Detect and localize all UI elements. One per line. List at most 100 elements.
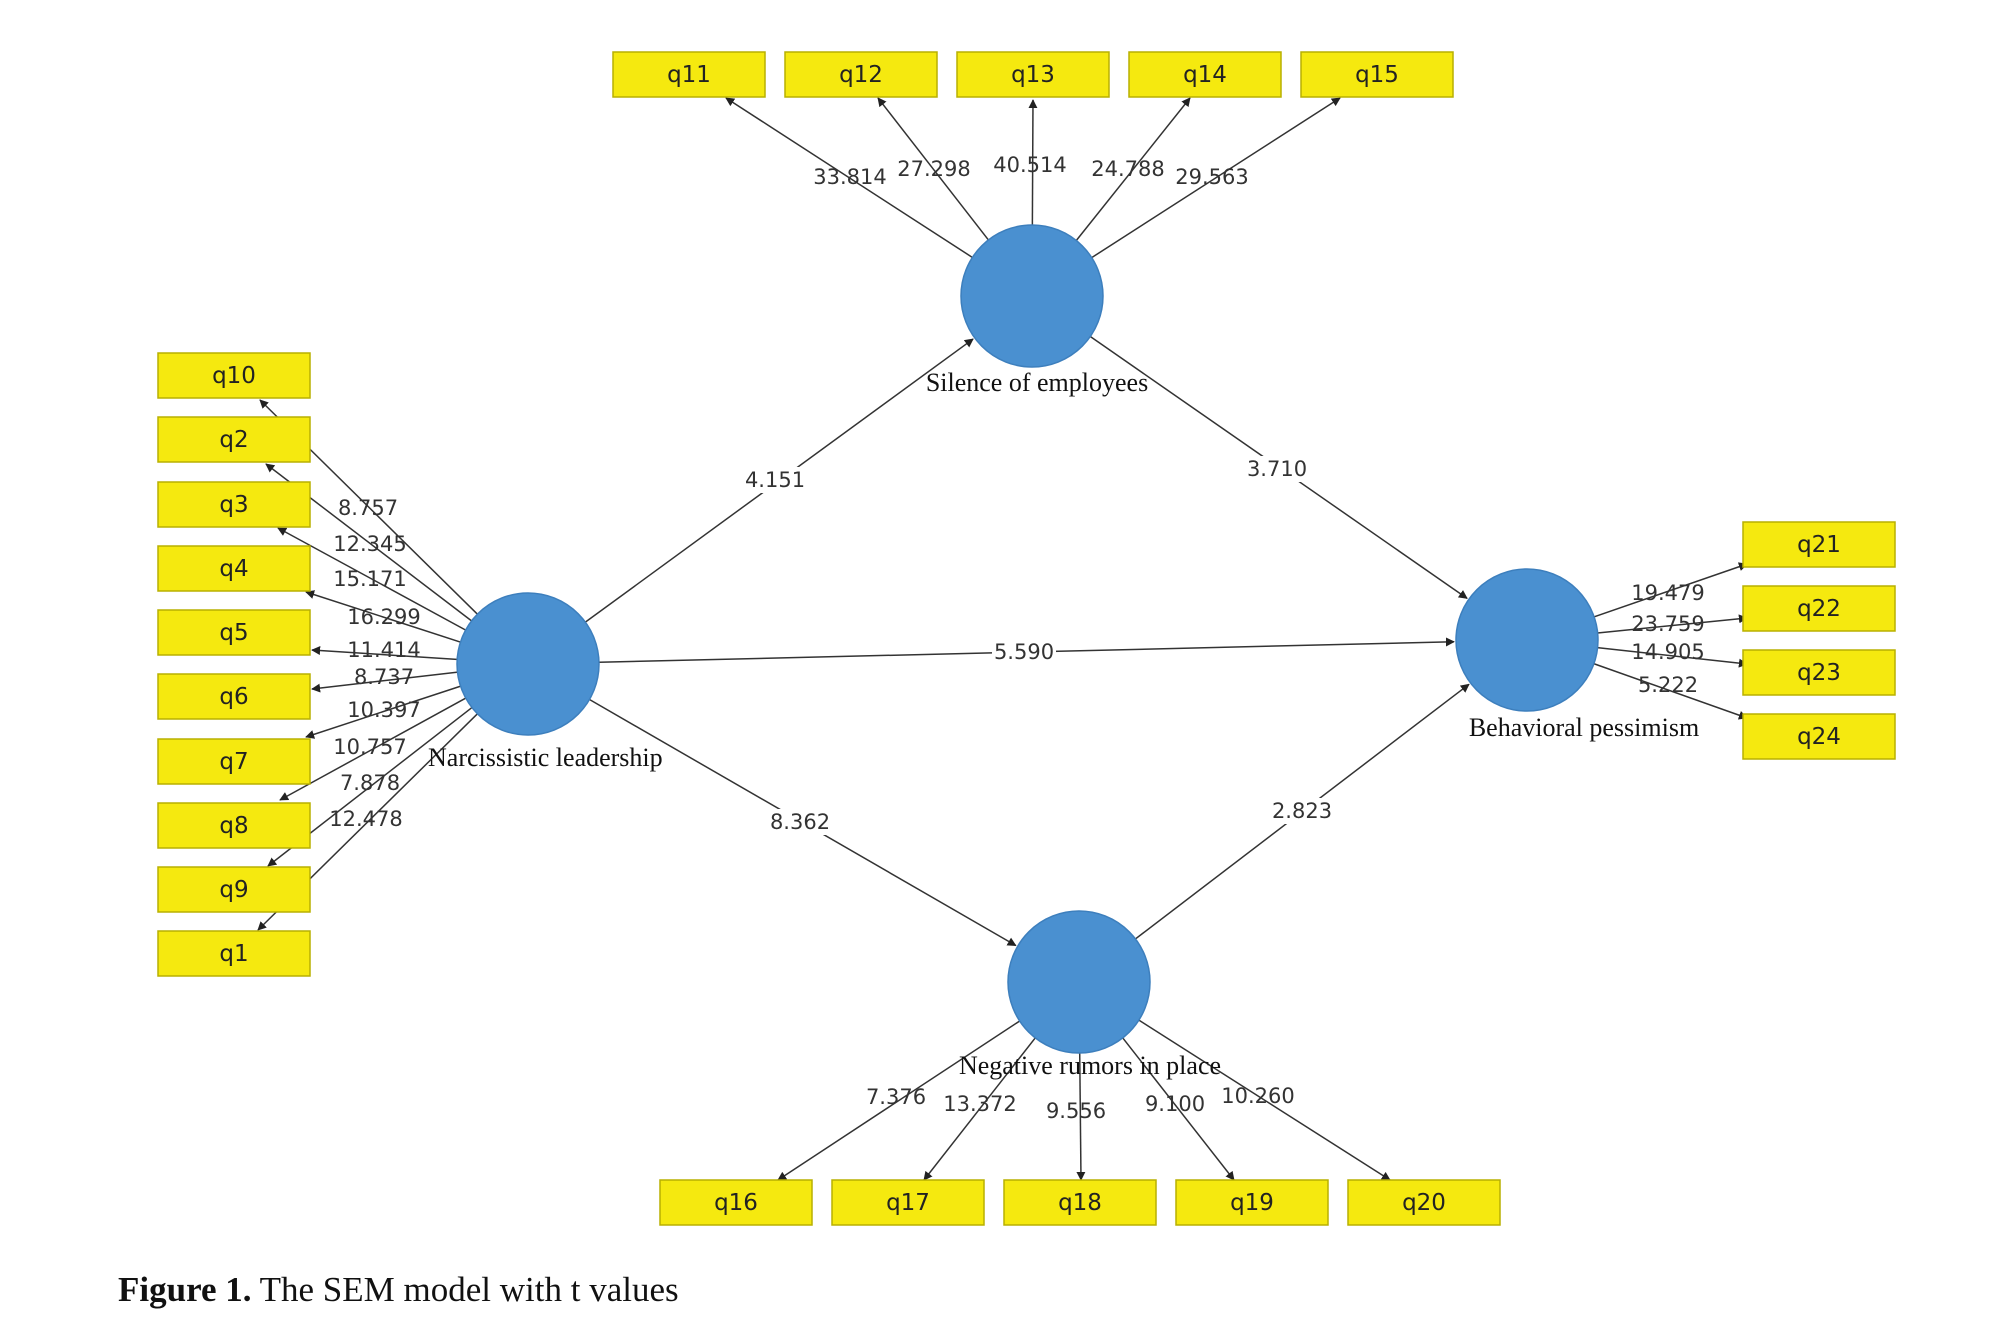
loading-t-value-q15: 29.563 — [1175, 165, 1248, 189]
indicator-label-q24: q24 — [1797, 724, 1841, 750]
indicator-box-q21: q21 — [1742, 521, 1896, 568]
indicator-label-q14: q14 — [1183, 62, 1227, 88]
path-t-value-silence-to-pessimism: 3.710 — [1247, 457, 1307, 481]
indicator-label-q5: q5 — [219, 620, 248, 646]
indicator-label-q9: q9 — [219, 877, 248, 903]
loading-t-value-q20: 10.260 — [1221, 1084, 1294, 1108]
indicator-label-q19: q19 — [1230, 1190, 1274, 1216]
indicator-label-q20: q20 — [1402, 1190, 1446, 1216]
indicator-box-q4: q4 — [157, 545, 311, 592]
latent-label-silence: Silence of employees — [926, 368, 1148, 397]
loading-arrow-q16 — [777, 1019, 1022, 1181]
latent-label-narcissistic: Narcissistic leadership — [428, 743, 663, 772]
latent-circle-silence — [960, 224, 1104, 368]
loading-t-value-q23: 14.905 — [1631, 640, 1704, 664]
indicator-box-q5: q5 — [157, 609, 311, 656]
indicator-label-q15: q15 — [1355, 62, 1399, 88]
indicator-box-q13: q13 — [956, 51, 1110, 98]
loading-t-value-q19: 9.100 — [1145, 1092, 1205, 1116]
indicator-box-q3: q3 — [157, 481, 311, 528]
latent-label-rumors: Negative rumors in place — [959, 1051, 1221, 1080]
indicator-label-q1: q1 — [219, 941, 248, 967]
loading-arrow-q6 — [311, 671, 459, 693]
latent-variable-narcissistic: Narcissistic leadership — [428, 592, 663, 772]
loading-arrow-q14 — [1074, 97, 1191, 243]
loading-t-value-q24: 5.222 — [1638, 673, 1698, 697]
indicator-box-q24: q24 — [1742, 713, 1896, 760]
latent-label-pessimism: Behavioral pessimism — [1469, 713, 1699, 742]
latent-variable-silence: Silence of employees — [926, 224, 1148, 397]
loading-arrow-q23 — [1596, 646, 1748, 668]
indicator-label-q6: q6 — [219, 684, 248, 710]
indicator-box-q14: q14 — [1128, 51, 1282, 98]
indicator-label-q8: q8 — [219, 813, 248, 839]
indicator-box-q1: q1 — [157, 930, 311, 977]
indicator-label-q22: q22 — [1797, 596, 1841, 622]
indicator-box-q8: q8 — [157, 802, 311, 849]
loading-arrow-q5 — [311, 646, 459, 661]
latent-circle-pessimism — [1455, 568, 1599, 712]
indicator-box-q23: q23 — [1742, 649, 1896, 696]
indicator-label-q11: q11 — [667, 62, 711, 88]
loading-t-value-q10: 8.757 — [338, 496, 398, 520]
indicator-label-q13: q13 — [1011, 62, 1055, 88]
indicator-box-q6: q6 — [157, 673, 311, 720]
indicator-label-q3: q3 — [219, 492, 248, 518]
indicator-label-q4: q4 — [219, 556, 248, 582]
loading-t-value-q18: 9.556 — [1046, 1099, 1106, 1123]
figure-caption: Figure 1. The SEM model with t values — [118, 1270, 679, 1310]
indicator-box-q9: q9 — [157, 866, 311, 913]
latent-variable-rumors: Negative rumors in place — [959, 910, 1221, 1080]
loading-arrow-q17 — [923, 1036, 1037, 1181]
latent-circle-narcissistic — [456, 592, 600, 736]
path-t-value-narcissistic-to-rumors: 8.362 — [770, 810, 830, 834]
path-t-value-rumors-to-pessimism: 2.823 — [1272, 799, 1332, 823]
loading-arrow-q21 — [1592, 562, 1748, 618]
path-t-value-narcissistic-to-pessimism: 5.590 — [994, 640, 1054, 664]
loading-arrow-q24 — [1592, 662, 1748, 720]
loading-t-value-q17: 13.372 — [943, 1092, 1016, 1116]
loading-t-value-q6: 8.737 — [354, 665, 414, 689]
loading-arrow-q15 — [1090, 97, 1341, 260]
indicator-box-q19: q19 — [1175, 1179, 1329, 1226]
indicator-label-q23: q23 — [1797, 660, 1841, 686]
indicator-box-q2: q2 — [157, 416, 311, 463]
loading-t-value-q3: 15.171 — [333, 567, 406, 591]
loading-arrow-q18 — [1076, 1051, 1086, 1181]
indicator-label-q12: q12 — [839, 62, 883, 88]
loading-t-value-q9: 7.878 — [340, 771, 400, 795]
indicator-box-q7: q7 — [157, 738, 311, 785]
indicator-box-q18: q18 — [1003, 1179, 1157, 1226]
loading-arrow-q13 — [1028, 99, 1038, 227]
loading-t-value-q21: 19.479 — [1631, 581, 1704, 605]
loading-t-value-q1: 12.478 — [329, 807, 402, 831]
indicator-label-q16: q16 — [714, 1190, 758, 1216]
loading-t-value-q7: 10.397 — [347, 698, 420, 722]
loading-arrow-q22 — [1596, 614, 1748, 634]
loading-t-value-q11: 33.814 — [813, 165, 886, 189]
loading-arrow-q11 — [725, 97, 974, 259]
loading-arrow-q7 — [305, 685, 463, 739]
latent-variable-pessimism: Behavioral pessimism — [1455, 568, 1699, 742]
loading-arrow-q8 — [279, 696, 468, 801]
loading-arrow-q12 — [877, 97, 990, 242]
indicator-box-q10: q10 — [157, 352, 311, 399]
loading-t-value-q4: 16.299 — [347, 605, 420, 629]
loading-arrow-q4 — [305, 590, 463, 644]
loading-t-value-q14: 24.788 — [1091, 157, 1164, 181]
indicator-label-q17: q17 — [886, 1190, 930, 1216]
indicator-box-q15: q15 — [1300, 51, 1454, 98]
loading-t-value-q8: 10.757 — [333, 735, 406, 759]
indicator-box-q12: q12 — [784, 51, 938, 98]
path-t-value-narcissistic-to-silence: 4.151 — [745, 468, 805, 492]
caption-label: Figure 1. — [118, 1270, 252, 1309]
latent-circle-rumors — [1007, 910, 1151, 1054]
loading-arrow-q3 — [277, 527, 468, 632]
loading-t-value-q22: 23.759 — [1631, 612, 1704, 636]
indicator-label-q10: q10 — [212, 363, 256, 389]
indicator-label-q2: q2 — [219, 427, 248, 453]
loading-t-value-q2: 12.345 — [333, 532, 406, 556]
indicator-label-q21: q21 — [1797, 532, 1841, 558]
indicator-box-q20: q20 — [1347, 1179, 1501, 1226]
